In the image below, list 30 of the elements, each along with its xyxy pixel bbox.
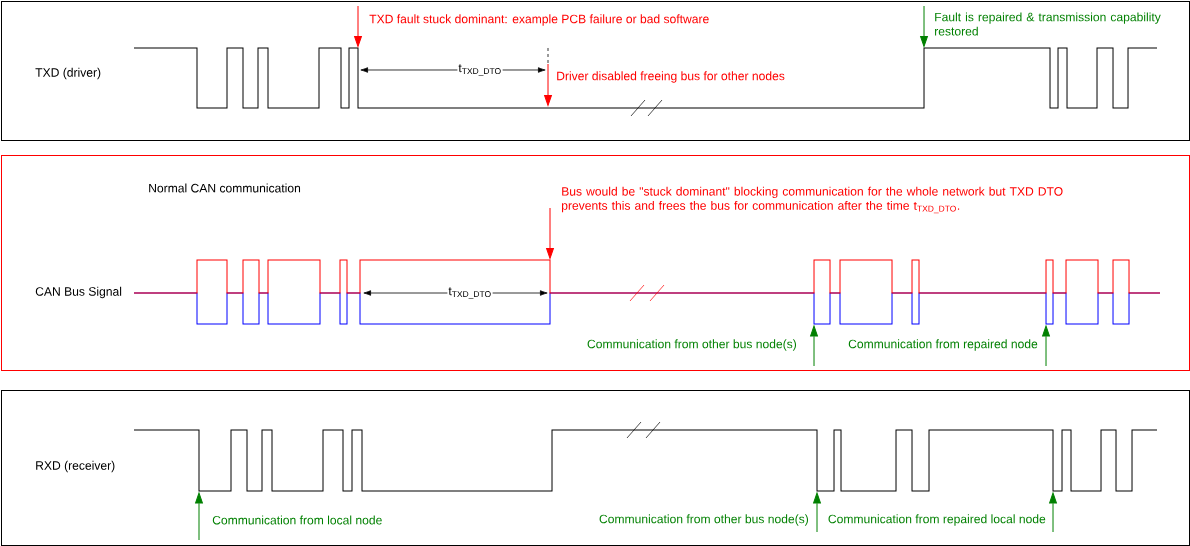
annotation-text: TXD fault stuck dominant: example PCB failure or bad software: [369, 14, 709, 26]
signal-name: TXD (driver): [35, 67, 101, 80]
annotation-text: Communication from other bus node(s): [587, 339, 796, 351]
annotation-arrow: [354, 5, 362, 47]
annotation-text: Communication from repaired local node: [828, 514, 1046, 526]
waveform-drawing: [133, 47, 1158, 117]
annotation-text: Communication from repaired node: [848, 339, 1038, 351]
signal-name: RXD (receiver): [36, 460, 115, 473]
annotation-arrow: [544, 63, 552, 106]
annotation-text: Bus would be "stuck dominant" blocking communication for the whole network but TXD DTO prevents this and frees the bus for communication after the time t$_{TXD_DTO}$.: [562, 186, 1063, 214]
dimension-label: t$_{TXD_DTO}$: [457, 63, 503, 77]
annotation-arrow: [195, 492, 203, 541]
annotation-arrow: [813, 492, 821, 533]
signal-panel: [1, 155, 1190, 371]
waveform-drawing: [133, 259, 1161, 325]
annotation-text: Fault is repaired & transmission capability restored: [935, 12, 1161, 36]
annotation-text: Communication from other bus node(s): [599, 514, 808, 526]
waveform-drawing: [133, 421, 1158, 492]
section-label: Normal CAN communication: [149, 183, 301, 193]
signal-panel: [1, 1, 1190, 141]
annotation-arrow: [810, 325, 818, 367]
signal-name: CAN Bus Signal: [35, 286, 122, 299]
annotation-arrow: [920, 5, 928, 47]
dimension-label: t$_{TXD_DTO}$: [447, 286, 493, 300]
signal-panel: [1, 390, 1190, 546]
annotation-text: Driver disabled freeing bus for other nodes: [557, 71, 785, 83]
annotation-arrow: [546, 207, 554, 259]
annotation-arrow: [1049, 492, 1057, 533]
annotation-text: Communication from local node: [212, 515, 382, 525]
annotation-arrow: [1042, 325, 1050, 367]
